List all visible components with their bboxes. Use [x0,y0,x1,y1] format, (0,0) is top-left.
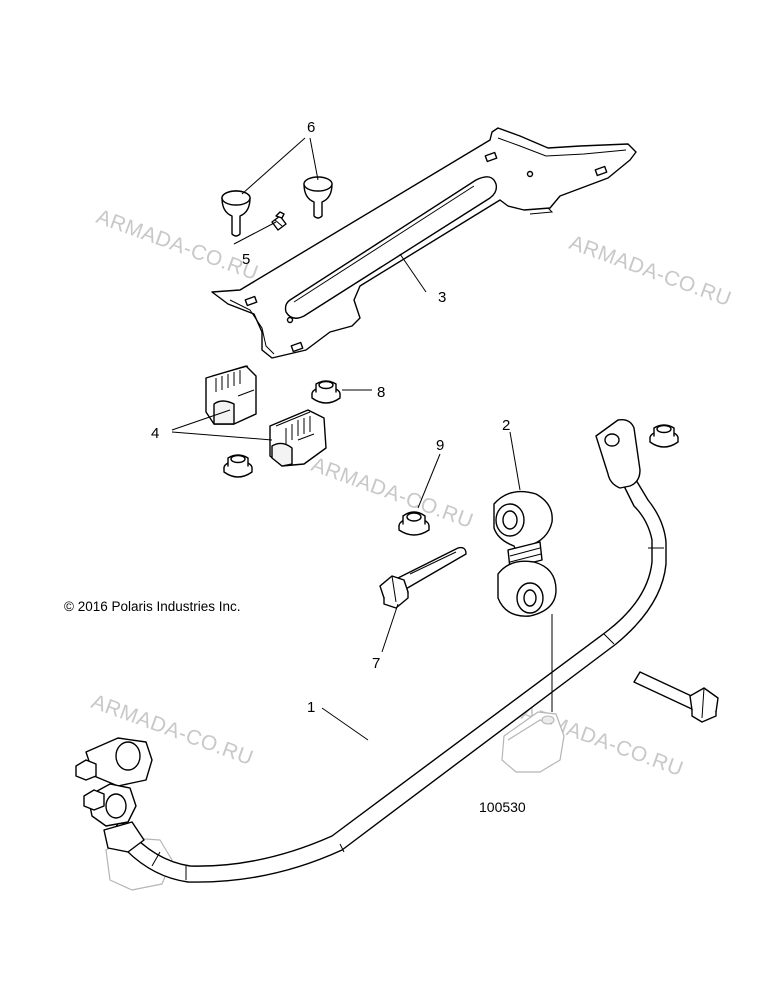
mounting-bracket-part-3 [211,127,637,359]
copyright-notice: © 2016 Polaris Industries Inc. [64,599,241,614]
carriage-bolt-part-6 [221,190,251,237]
flange-nut [223,454,253,478]
flange-nut-part-8 [311,380,341,404]
callout-8: 8 [377,384,385,401]
leader-lines [171,137,553,741]
flange-bolt [633,671,719,723]
callout-labels: 1 2 3 4 5 6 7 8 9 [151,119,510,716]
flange-bolt-part-7 [379,546,467,609]
callout-2: 2 [502,417,510,434]
callout-1: 1 [307,699,315,716]
bushing-block-part-4 [205,365,257,425]
callout-7: 7 [372,655,380,672]
callout-3: 3 [438,289,446,306]
end-link-part-2 [493,490,557,617]
bushing-block-part-4 [269,409,327,467]
callout-5: 5 [242,251,250,268]
carriage-bolt-part-6 [303,176,333,219]
flange-nut-part-9 [398,511,430,536]
callout-4: 4 [151,425,159,442]
grease-fitting-part-5 [271,211,287,231]
diagram-number: 100530 [479,799,526,815]
callout-9: 9 [436,437,444,454]
flange-nut [649,424,679,448]
watermark-text: ARMADA-CO.RU [566,231,734,311]
watermark-text: ARMADA-CO.RU [308,453,476,533]
frame-bracket-context [501,711,565,773]
callout-6: 6 [307,119,315,136]
stabilizer-bar-part-1 [75,418,667,883]
